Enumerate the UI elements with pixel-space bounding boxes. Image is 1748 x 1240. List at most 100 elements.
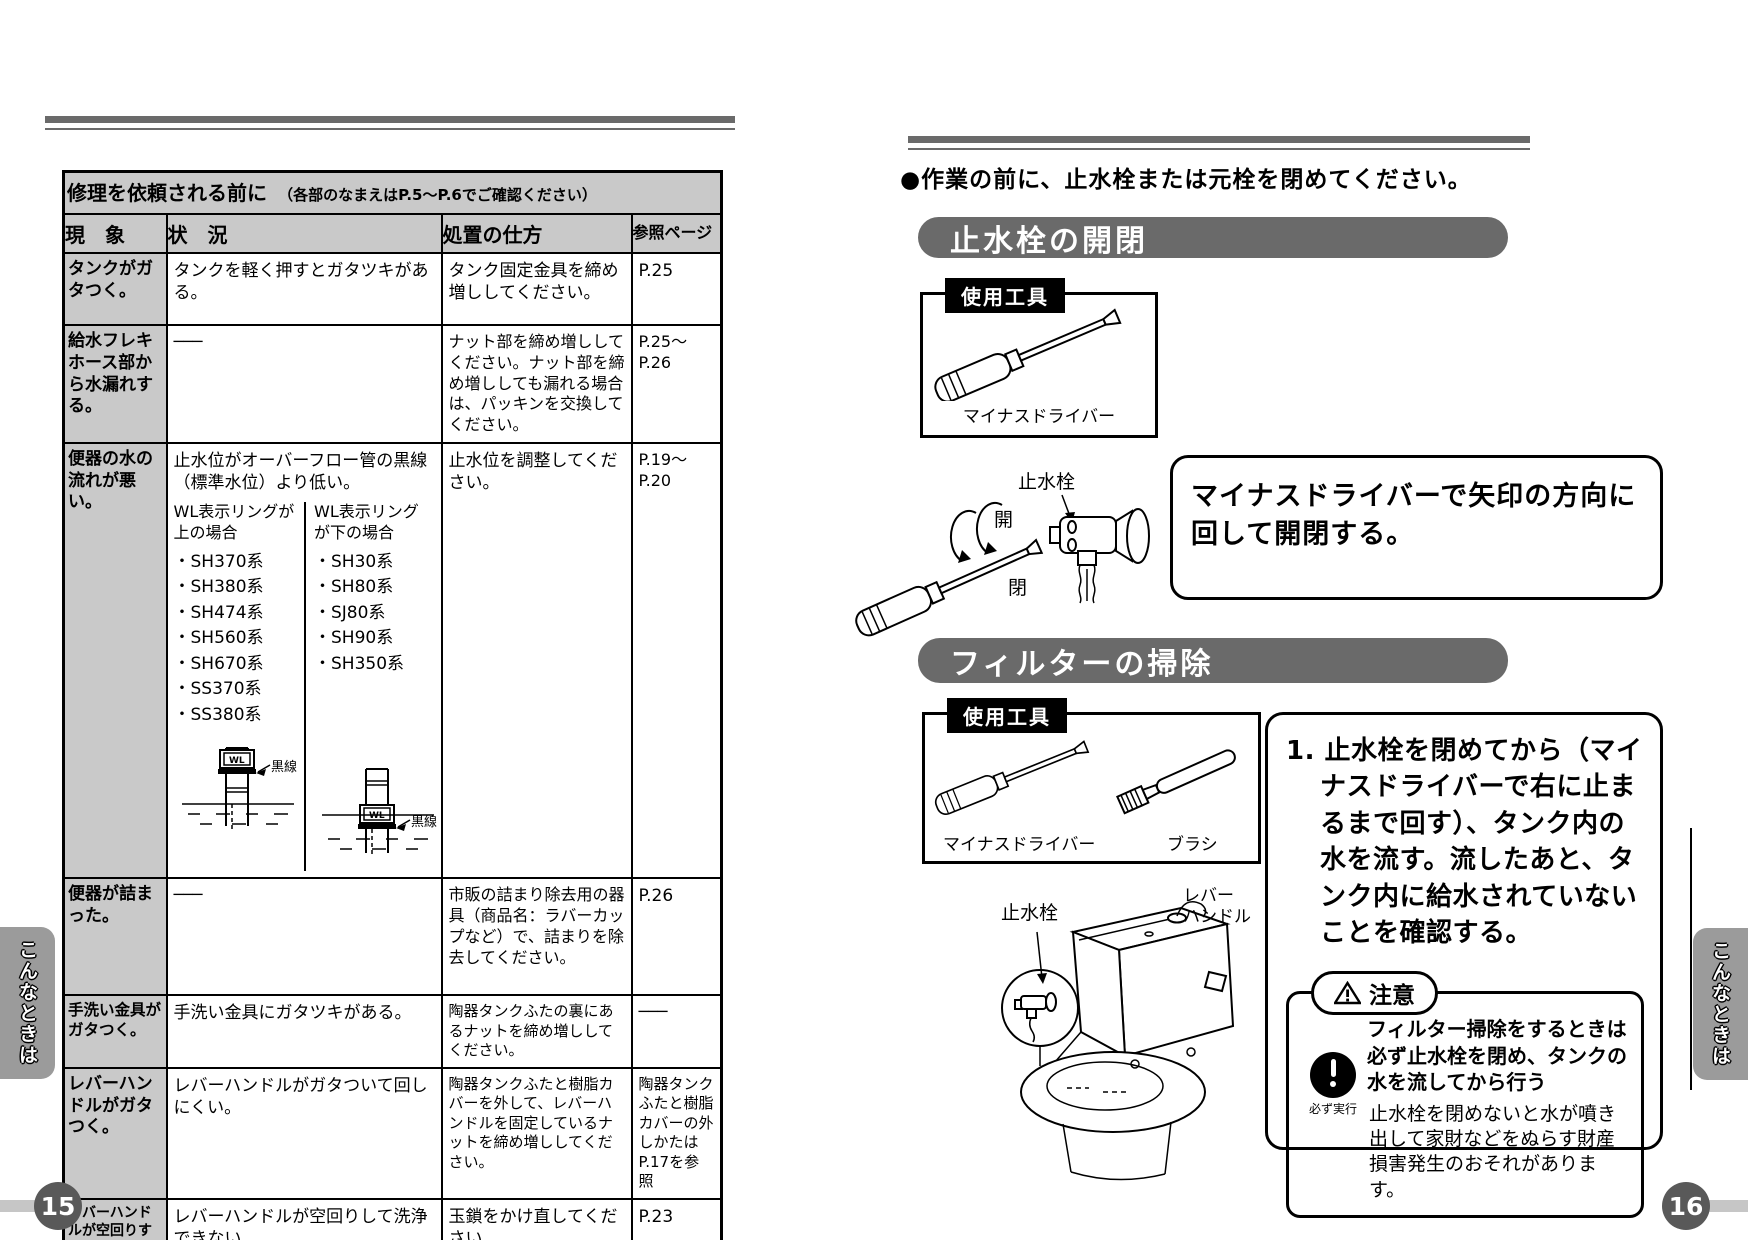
valve-instruction-box: マイナスドライバーで矢印の方向に回して開閉する。 (1170, 455, 1663, 600)
wl-lower-label: WL表示リングが下の場合 (314, 502, 419, 542)
tools-label-filter: 使用工具 (947, 698, 1067, 733)
page-number-left-value: 15 (40, 1191, 76, 1221)
situation-cell: ─── (165, 324, 443, 444)
action-cell: 陶器タンクふたの裏にあるナットを締め増ししてください。 (440, 994, 633, 1069)
column-header-situation: 状 況 (165, 213, 443, 254)
ref-cell: P.19〜P.20 (630, 441, 723, 880)
ref-cell: ─── (630, 994, 723, 1069)
mandatory-action-icon: 必ず実行 (1301, 1051, 1365, 1204)
table-row: レバーハンドルが空回りする。 レバーハンドルが空回りして洗浄できない。 玉鎖をか… (62, 1197, 723, 1240)
caution-bold-text: フィルター掃除をするときは必ず止水栓を閉め、タンクの水を流してから行う (1367, 1017, 1627, 1095)
side-tab-left: こんなときは (0, 927, 55, 1079)
phenomenon-cell: 便器の水の流れが悪い。 (62, 441, 168, 880)
page-number-left: 15 (34, 1182, 82, 1230)
situation-cell: レバーハンドルがガタついて回しにくい。 (165, 1066, 443, 1200)
situation-cell: レバーハンドルが空回りして洗浄できない。 (165, 1197, 443, 1240)
close-label: 閉 (1008, 577, 1028, 599)
caution-header: 注意 (1311, 971, 1438, 1016)
right-page: ●作業の前に、止水栓または元栓を閉めてください。 止水栓の開閉 使用工具 マイナ… (800, 0, 1748, 1240)
section-title-valve: 止水栓の開閉 (950, 223, 1148, 259)
pre-work-note: ●作業の前に、止水栓または元栓を閉めてください。 (900, 167, 1472, 193)
mandatory-action-label: 必ず実行 (1308, 1101, 1357, 1116)
valve-label: 止水栓 (1001, 902, 1059, 924)
caution-body-text: 止水栓を閉めないと水が噴き出して家財などをぬらす財産損害発生のおそれがあります。 (1369, 1102, 1617, 1201)
left-page-top-rule (45, 116, 735, 130)
tools-label-valve: 使用工具 (945, 278, 1065, 313)
svg-text:WL: WL (229, 756, 245, 766)
overflow-pipe-diagram-upper: WL 黒線 (181, 747, 297, 831)
action-cell: タンク固定金具を締め増ししてください。 (440, 252, 633, 326)
wl-upper-label: WL表示リングが上の場合 (173, 502, 295, 542)
page-number-right-value: 16 (1668, 1191, 1704, 1221)
column-header-phenomenon: 現 象 (62, 213, 168, 254)
table-row: 便器が詰まった。 ─── 市販の詰まり除去用の器具（商品名：ラバーカップなど）で… (62, 877, 723, 997)
wl-upper-model-list: ・SH370系・SH380系・SH474系・SH560系・SH670系・SS37… (173, 551, 264, 725)
action-cell: 玉鎖をかけ直してください。 (440, 1197, 633, 1240)
water-level-description: 止水位がオーバーフロー管の黒線（標準水位）より低い。 (173, 450, 428, 494)
column-header-ref: 参照ページ (630, 213, 723, 254)
table-row: 便器の水の流れが悪い。 止水位がオーバーフロー管の黒線（標準水位）より低い。 W… (62, 441, 723, 880)
wl-upper-column: WL表示リングが上の場合 ・SH370系・SH380系・SH474系・SH560… (174, 502, 305, 871)
tools-box-valve: 使用工具 マイナスドライバー (920, 278, 1158, 438)
overflow-pipe-diagram-lower: WL 黒線 (322, 768, 437, 858)
action-cell: 市販の詰まり除去用の器具（商品名：ラバーカップなど）で、詰まりを除去してください… (440, 877, 633, 997)
wl-lower-column: WL表示リングが下の場合 ・SH30系・SH80系・SJ80系・SH90系・SH… (304, 502, 437, 872)
situation-cell: 止水位がオーバーフロー管の黒線（標準水位）より低い。 WL表示リングが上の場合 … (165, 441, 443, 880)
phenomenon-cell: タンクがガタつく。 (62, 252, 168, 326)
situation-cell: ─── (165, 877, 443, 997)
table-header-row: 現 象 状 況 処置の仕方 参照ページ (62, 213, 723, 254)
side-tab-right-label: こんなときは (1709, 941, 1731, 1067)
section-header-filter: フィルターの掃除 (918, 638, 1508, 683)
ref-cell: P.23 (630, 1197, 723, 1240)
situation-cell: 手洗い金具にガタツキがある。 (165, 994, 443, 1069)
section-header-valve: 止水栓の開閉 (918, 217, 1508, 259)
lever-handle-label: レバー ハンドル (1183, 886, 1251, 928)
page-number-bar-right (1706, 1200, 1748, 1212)
phenomenon-cell: 便器が詰まった。 (62, 877, 168, 997)
situation-cell: タンクを軽く押すとガタツキがある。 (165, 252, 443, 326)
table-title-cell: 修理を依頼される前に （各部のなまえはP.5〜P.6でご確認ください） (62, 170, 723, 215)
screwdriver-and-brush-illustration (934, 740, 1236, 815)
tool-caption-screwdriver: マイナスドライバー (943, 835, 1096, 855)
step-1-text: 1. 止水栓を閉めてから（マイナスドライバーで右に止まるまで回す）、タンク内の水… (1286, 736, 1643, 948)
phenomenon-cell: レバーハンドルがガタつく。 (62, 1066, 168, 1200)
side-tab-right: こんなときは (1693, 928, 1748, 1080)
caution-header-label: 注意 (1369, 983, 1415, 1010)
phenomenon-cell: レバーハンドルが空回りする。 (62, 1197, 168, 1240)
tool-caption-screwdriver: マイナスドライバー (962, 407, 1116, 427)
section-title-filter: フィルターの掃除 (950, 646, 1214, 682)
svg-text:WL: WL (369, 811, 385, 821)
tool-caption-brush: ブラシ (1167, 835, 1218, 855)
ref-cell: P.25 (630, 252, 723, 326)
action-cell: ナット部を締め増ししてください。ナット部を締め増ししても漏れる場合は、パッキンを… (440, 324, 633, 444)
tools-box-filter: 使用工具 マイナスドライバー ブラシ (922, 698, 1261, 864)
table-title-row: 修理を依頼される前に （各部のなまえはP.5〜P.6でご確認ください） (62, 170, 723, 215)
table-row: レバーハンドルがガタつく。 レバーハンドルがガタついて回しにくい。 陶器タンクふ… (62, 1066, 723, 1200)
troubleshooting-table: 修理を依頼される前に （各部のなまえはP.5〜P.6でご確認ください） 現 象 … (62, 170, 724, 1240)
ref-cell: P.25〜P.26 (630, 324, 723, 444)
open-label: 開 (994, 509, 1014, 531)
stop-valve-illustration: 止水栓 開 閉 (850, 465, 1160, 660)
warning-triangle-icon (1334, 981, 1361, 1005)
phenomenon-cell: 手洗い金具がガタつく。 (62, 994, 168, 1069)
table-row: 給水フレキホース部から水漏れする。 ─── ナット部を締め増ししてください。ナッ… (62, 324, 723, 444)
table-title-note: （各部のなまえはP.5〜P.6でご確認ください） (278, 186, 597, 204)
table-title: 修理を依頼される前に (67, 181, 267, 205)
right-page-top-rule (908, 136, 1530, 150)
phenomenon-cell: 給水フレキホース部から水漏れする。 (62, 324, 168, 444)
wl-lower-model-list: ・SH30系・SH80系・SJ80系・SH90系・SH350系 (314, 551, 405, 674)
wl-columns: WL表示リングが上の場合 ・SH370系・SH380系・SH474系・SH560… (174, 502, 437, 872)
screwdriver-illustration (934, 308, 1122, 403)
svg-text:黒線: 黒線 (411, 814, 437, 830)
filter-procedure-box: 1. 止水栓を閉めてから（マイナスドライバーで右に止まるまで回す）、タンク内の水… (1265, 712, 1663, 1219)
svg-text:黒線: 黒線 (271, 759, 297, 775)
ref-cell: 陶器タンクふたと樹脂カバーの外しかたはP.17を参照 (630, 1066, 723, 1200)
table-row: 手洗い金具がガタつく。 手洗い金具にガタツキがある。 陶器タンクふたの裏にあるナ… (62, 994, 723, 1069)
caution-box: 注意 フィルター掃除をするときは必ず止水栓を閉め、タンクの水を流してから行う 必… (1286, 971, 1644, 1219)
table-row: タンクがガタつく。 タンクを軽く押すとガタツキがある。 タンク固定金具を締め増し… (62, 252, 723, 326)
ref-cell: P.26 (630, 877, 723, 997)
column-header-action: 処置の仕方 (440, 213, 633, 254)
left-page: 修理を依頼される前に （各部のなまえはP.5〜P.6でご確認ください） 現 象 … (0, 0, 800, 1240)
valve-label: 止水栓 (1018, 471, 1076, 493)
